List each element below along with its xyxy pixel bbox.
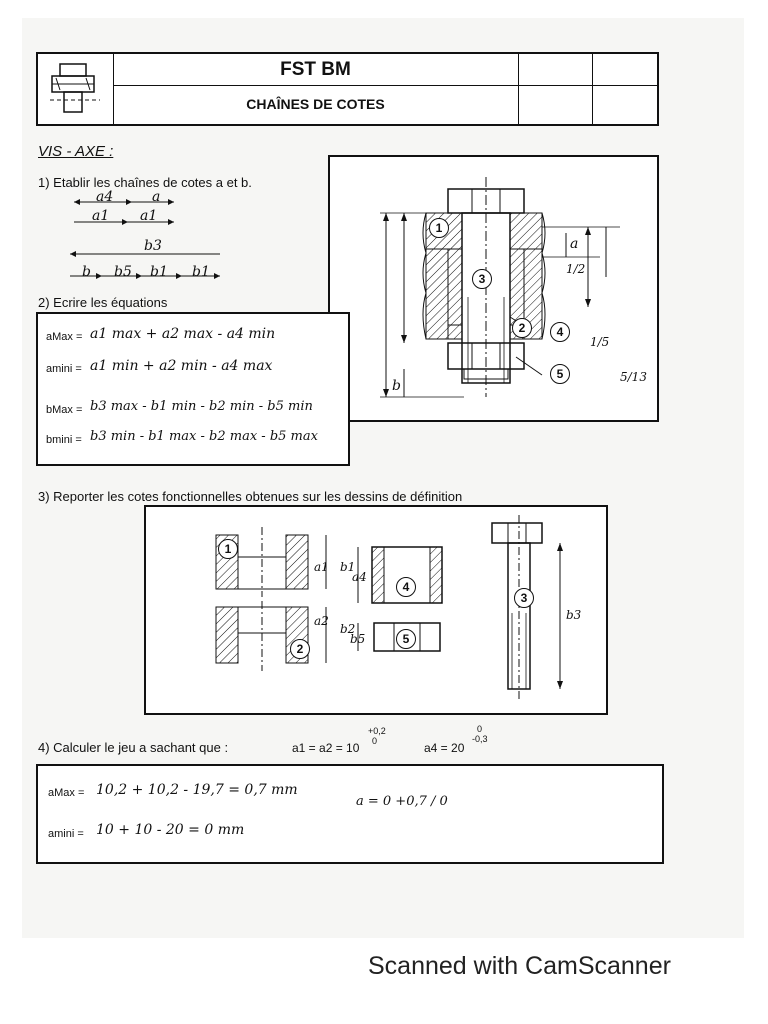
- header-divider: [518, 53, 519, 125]
- eq-bmin-expr: b3 min - b1 max - b2 max - b5 max: [90, 429, 318, 444]
- given-a1a2-lower: 0: [372, 736, 378, 746]
- eq-amin-expr: a1 min + a2 min - a4 max: [90, 358, 273, 374]
- def-part-marker-5: 5: [396, 629, 416, 649]
- section-title: VIS - AXE :: [38, 143, 114, 160]
- equations-box: [36, 312, 350, 466]
- def-label-a2: a2: [314, 614, 329, 628]
- dim-label-s12: 1/2: [566, 262, 586, 276]
- scanner-watermark: Scanned with CamScanner: [368, 952, 671, 980]
- def-label-a4: a4: [352, 570, 367, 584]
- result-amax-calc: 10,2 + 10,2 - 19,7 = 0,7 mm: [96, 782, 298, 798]
- given-a4: a4 = 20: [424, 741, 465, 755]
- given-a1a2-upper: +0,2: [368, 726, 386, 736]
- chain-b-label: b1: [150, 264, 168, 280]
- dim-label-s13: 5/13: [620, 370, 647, 384]
- part-marker-5: 5: [550, 364, 570, 384]
- question-3: 3) Reporter les cotes fonctionnelles obt…: [38, 489, 463, 504]
- part-marker-1: 1: [429, 218, 449, 238]
- subject-title: CHAÎNES DE COTES: [246, 96, 385, 112]
- assembly-drawing-frame: [328, 155, 659, 422]
- def-part-marker-1: 1: [218, 539, 238, 559]
- dim-label-s15: 1/5: [590, 335, 610, 349]
- eq-amax-expr: a1 max + a2 max - a4 min: [90, 326, 276, 342]
- result-amax-label: aMax =: [48, 787, 85, 799]
- eq-bmax-expr: b3 max - b1 min - b2 min - b5 min: [90, 399, 313, 414]
- result-jeu: a = 0 +0,7 / 0: [356, 794, 448, 809]
- given-a4-lower: -0,3: [472, 734, 488, 744]
- header-divider: [592, 53, 593, 125]
- part-marker-4: 4: [550, 322, 570, 342]
- def-part-marker-2: 2: [290, 639, 310, 659]
- part-marker-2: 2: [512, 318, 532, 338]
- results-box: [36, 764, 664, 864]
- question-1: 1) Etablir les chaînes de cotes a et b.: [38, 175, 252, 190]
- result-amin-calc: 10 + 10 - 20 = 0 mm: [96, 822, 245, 838]
- chain-a-label: a1: [92, 208, 110, 224]
- chain-b-diagram: [70, 251, 220, 279]
- eq-bmax-label: bMax =: [46, 404, 83, 416]
- def-label-b5: b5: [350, 632, 366, 646]
- chain-b-label: b: [82, 264, 91, 280]
- logo-part-icon: [50, 63, 100, 113]
- chain-a-label: a: [152, 189, 161, 205]
- def-label-b3: b3: [566, 608, 582, 622]
- header-table: [36, 52, 659, 126]
- def-part-marker-3: 3: [514, 588, 534, 608]
- def-label-a1: a1: [314, 560, 329, 574]
- def-part-marker-4: 4: [396, 577, 416, 597]
- assembly-drawing: [380, 177, 620, 398]
- given-a1a2: a1 = a2 = 10: [292, 741, 360, 755]
- chain-b-label: b1: [192, 264, 210, 280]
- given-a4-upper: 0: [477, 724, 483, 734]
- chain-b-label: b3: [144, 238, 162, 254]
- definition-drawings: [215, 515, 563, 699]
- eq-amin-label: amini =: [46, 363, 82, 375]
- dim-label-a: a: [570, 236, 579, 252]
- def-label-b1: b1: [340, 560, 356, 574]
- school-name: FST BM: [280, 59, 351, 80]
- header-divider: [113, 53, 114, 125]
- eq-amax-label: aMax =: [46, 331, 83, 343]
- def-label-b2: b2: [340, 622, 356, 636]
- chain-a-diagram: [74, 199, 174, 225]
- dim-label-b: b: [392, 378, 401, 394]
- chain-b-label: b5: [114, 264, 132, 280]
- chain-a-label: a4: [96, 189, 114, 205]
- question-4: 4) Calculer le jeu a sachant que :: [38, 740, 229, 755]
- eq-bmin-label: bmini =: [46, 434, 82, 446]
- part-marker-3: 3: [472, 269, 492, 289]
- chain-a-label: a1: [140, 208, 158, 224]
- header-divider: [113, 85, 657, 86]
- result-amin-label: amini =: [48, 828, 84, 840]
- question-2: 2) Ecrire les équations: [38, 295, 168, 310]
